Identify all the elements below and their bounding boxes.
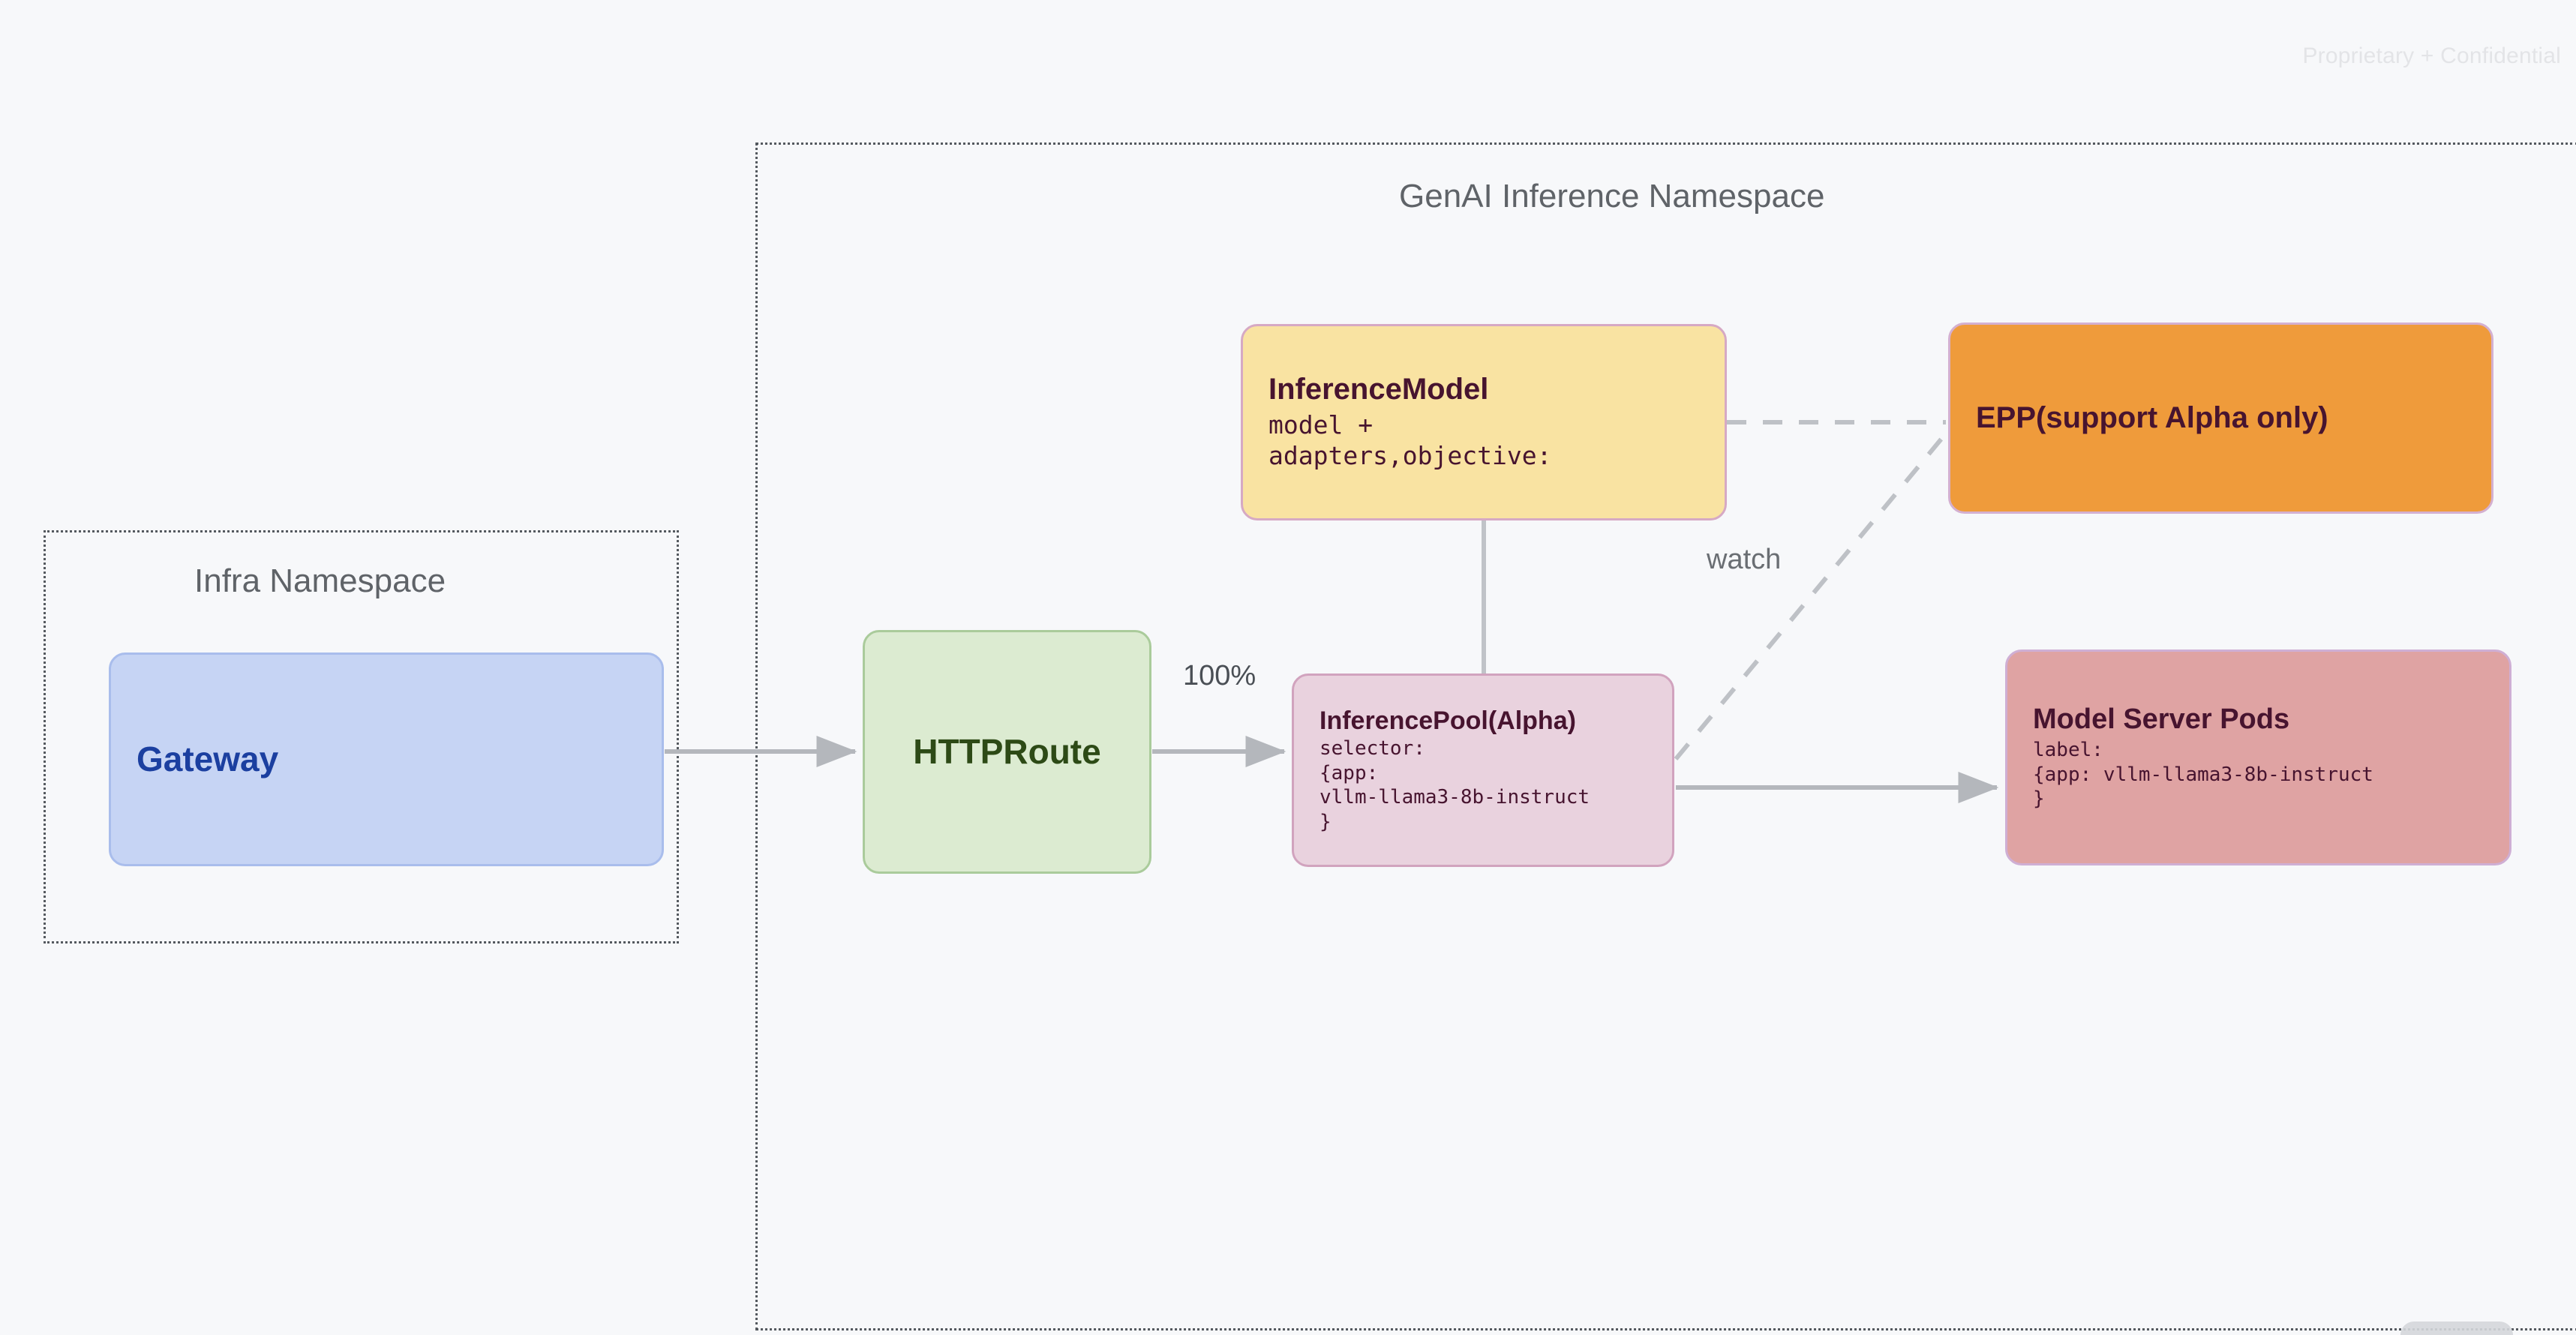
namespace-genai-inference bbox=[755, 142, 2576, 1330]
edge-label-100-percent: 100% bbox=[1183, 660, 1256, 692]
node-gateway-title: Gateway bbox=[137, 739, 279, 778]
node-epp-title: EPP(support Alpha only) bbox=[1976, 401, 2328, 435]
node-inference-model[interactable]: InferenceModel model + adapters,objectiv… bbox=[1241, 324, 1727, 520]
node-inference-pool[interactable]: InferencePool(Alpha) selector: {app: vll… bbox=[1292, 674, 1674, 867]
node-httproute[interactable]: HTTPRoute bbox=[863, 630, 1151, 874]
namespace-infra-title: Infra Namespace bbox=[194, 562, 446, 599]
node-inference-model-body: model + adapters,objective: bbox=[1268, 410, 1552, 471]
cut-off-artifact bbox=[2400, 1322, 2513, 1335]
node-model-server-pods[interactable]: Model Server Pods label: {app: vllm-llam… bbox=[2005, 650, 2511, 866]
node-inference-model-title: InferenceModel bbox=[1268, 373, 1489, 406]
node-epp[interactable]: EPP(support Alpha only) bbox=[1948, 322, 2493, 514]
node-inference-pool-body: selector: {app: vllm-llama3-8b-instruct … bbox=[1320, 737, 1590, 833]
node-model-server-pods-title: Model Server Pods bbox=[2033, 704, 2290, 736]
node-gateway[interactable]: Gateway bbox=[109, 652, 664, 866]
node-model-server-pods-body: label: {app: vllm-llama3-8b-instruct } bbox=[2033, 739, 2373, 811]
node-httproute-title: HTTPRoute bbox=[913, 731, 1101, 771]
namespace-genai-inference-title: GenAI Inference Namespace bbox=[1399, 178, 1825, 214]
node-inference-pool-title: InferencePool(Alpha) bbox=[1320, 706, 1576, 735]
edge-label-watch: watch bbox=[1707, 544, 1782, 575]
namespace-infra bbox=[44, 530, 679, 944]
proprietary-confidential-watermark: Proprietary + Confidential bbox=[2302, 44, 2561, 68]
